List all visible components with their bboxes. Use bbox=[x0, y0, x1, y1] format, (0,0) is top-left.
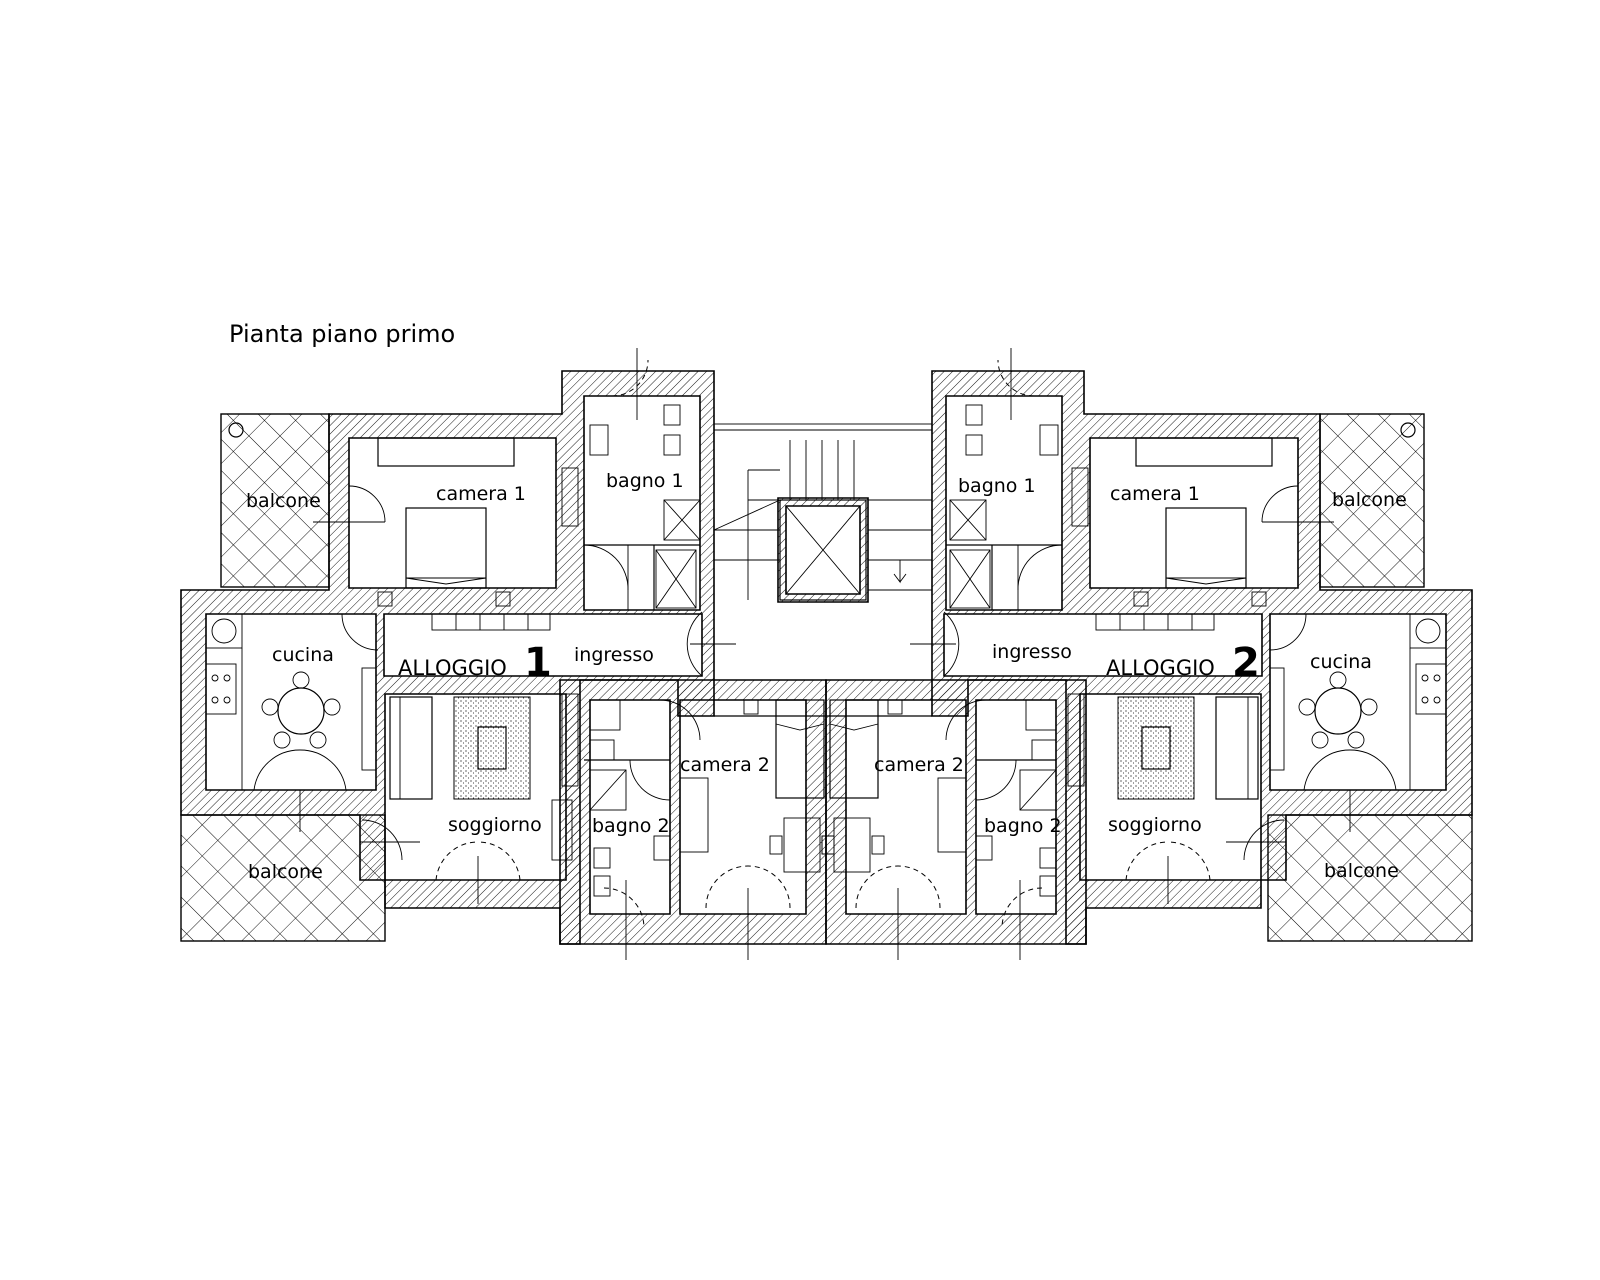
cabinet-icon bbox=[655, 549, 697, 609]
unit-number-2: 2 bbox=[1232, 640, 1260, 686]
stairs-icon bbox=[713, 440, 932, 600]
label-bagno1-right: bagno 1 bbox=[958, 475, 1036, 497]
label-soggiorno-right: soggiorno bbox=[1108, 814, 1202, 836]
balcony-top-right bbox=[1319, 413, 1425, 588]
coffee-table-icon bbox=[477, 726, 507, 770]
stove-hood-icon bbox=[1409, 613, 1447, 649]
sink-icon bbox=[1039, 424, 1059, 456]
desk-icon bbox=[679, 777, 709, 853]
label-balcone-bottom-right: balcone bbox=[1324, 860, 1399, 882]
label-ingresso-left: ingresso bbox=[574, 644, 654, 666]
plan-title: Pianta piano primo bbox=[229, 320, 455, 348]
toilet-icon bbox=[1039, 847, 1057, 869]
hob-icon bbox=[1415, 663, 1447, 715]
walls-camera2-left bbox=[559, 679, 827, 945]
rug-icon bbox=[1117, 696, 1195, 800]
sink-icon bbox=[589, 424, 609, 456]
bed-icon bbox=[405, 507, 487, 589]
toilet-icon bbox=[593, 847, 611, 869]
label-bagno2-left: bagno 2 bbox=[592, 815, 670, 837]
window-bagno1 bbox=[611, 359, 649, 397]
apartment-1: balcone camera 1 bagno 1 cucina ALLOGGIO… bbox=[180, 348, 835, 960]
rug-icon bbox=[453, 696, 531, 800]
label-soggiorno-left: soggiorno bbox=[448, 814, 542, 836]
sofa-icon bbox=[1215, 696, 1259, 800]
label-balcone-top-right: balcone bbox=[1332, 489, 1407, 511]
unit-name-2: ALLOGGIO bbox=[1106, 656, 1215, 680]
label-cucina-left: cucina bbox=[272, 644, 334, 666]
label-camera2-right: camera 2 bbox=[874, 754, 964, 776]
label-ingresso-right: ingresso bbox=[992, 641, 1072, 663]
label-camera1-left: camera 1 bbox=[436, 483, 526, 505]
table-icon bbox=[277, 687, 325, 735]
bidet-icon bbox=[965, 434, 983, 456]
stove-hood-icon bbox=[205, 613, 243, 649]
label-balcone-top-left: balcone bbox=[246, 490, 321, 512]
wardrobe-icon bbox=[377, 437, 515, 467]
stairwell bbox=[713, 423, 933, 717]
bidet-icon bbox=[1039, 875, 1057, 897]
apartment-2: balcone camera 1 bagno 1 cucina ALLOGGIO… bbox=[821, 348, 1473, 960]
label-bagno2-right: bagno 2 bbox=[984, 815, 1062, 837]
unit-number-1: 1 bbox=[524, 640, 552, 686]
balcony-bottom-left bbox=[180, 814, 386, 942]
bidet-icon bbox=[663, 434, 681, 456]
cabinet-icon bbox=[949, 549, 991, 609]
bed-icon bbox=[775, 699, 825, 799]
window-bagno1 bbox=[997, 359, 1035, 397]
bidet-icon bbox=[593, 875, 611, 897]
label-cucina-right: cucina bbox=[1310, 651, 1372, 673]
balcony-top-left bbox=[220, 413, 330, 588]
drain-icon bbox=[1400, 422, 1416, 438]
shower-icon bbox=[663, 499, 701, 541]
toilet-icon bbox=[663, 404, 681, 426]
table-icon bbox=[783, 817, 821, 873]
shower-icon bbox=[589, 769, 627, 811]
sofa-icon bbox=[389, 696, 433, 800]
wardrobe-icon bbox=[1135, 437, 1273, 467]
label-bagno1-left: bagno 1 bbox=[606, 470, 684, 492]
label-camera1-right: camera 1 bbox=[1110, 483, 1200, 505]
table-icon bbox=[1314, 687, 1362, 735]
unit-name-1: ALLOGGIO bbox=[398, 656, 507, 680]
walls-camera2-right bbox=[825, 679, 1087, 945]
toilet-icon bbox=[965, 404, 983, 426]
label-camera2-left: camera 2 bbox=[680, 754, 770, 776]
label-balcone-bottom-left: balcone bbox=[248, 861, 323, 883]
coffee-table-icon bbox=[1141, 726, 1171, 770]
bed-icon bbox=[1165, 507, 1247, 589]
desk-icon bbox=[937, 777, 967, 853]
hob-icon bbox=[205, 663, 237, 715]
shower-icon bbox=[949, 499, 987, 541]
drain-icon bbox=[228, 422, 244, 438]
bed-icon bbox=[829, 699, 879, 799]
shower-icon bbox=[1019, 769, 1057, 811]
